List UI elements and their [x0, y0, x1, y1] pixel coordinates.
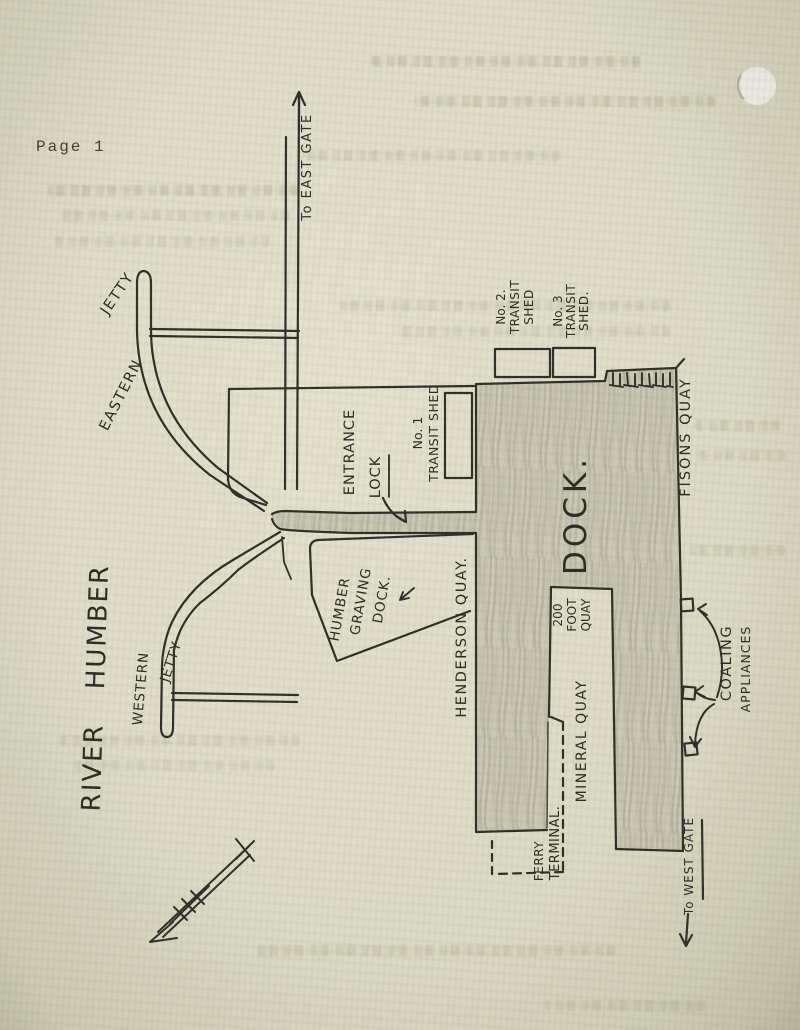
svg-text:SHED.: SHED. — [577, 291, 591, 331]
svg-text:No. 2.: No. 2. — [494, 289, 508, 324]
label-entrance: ENTRANCE — [342, 409, 358, 495]
svg-text:No. 3: No. 3 — [551, 295, 565, 326]
label-transit-shed-3: No. 3 TRANSIT SHED. — [551, 284, 591, 340]
west-gate-road — [700, 818, 705, 901]
label-mineral-quay: MINERAL QUAY — [574, 680, 590, 803]
label-to-west-gate: To WEST GATE — [682, 817, 696, 916]
transit-shed-1-shape — [443, 391, 474, 480]
dock-water-shading — [272, 368, 683, 851]
dock-outline — [226, 357, 686, 853]
eastern-jetty-shape — [135, 269, 301, 513]
label-to-east-gate: To EAST GATE — [300, 113, 315, 221]
label-henderson-quay: HENDERSON QUAY. — [454, 556, 470, 717]
entrance-lock-arrow — [381, 454, 408, 524]
label-terminal: TERMINAL. — [548, 806, 563, 882]
svg-text:TRANSIT: TRANSIT — [508, 280, 522, 336]
east-gate-arrow — [291, 90, 307, 132]
western-jetty-shape — [159, 530, 300, 739]
north-arrow — [149, 838, 255, 943]
ferry-terminal-boundary — [490, 715, 565, 876]
svg-text:QUAY: QUAY — [579, 598, 593, 632]
transit-shed-3-shape — [551, 346, 597, 379]
graving-dock-shape — [308, 532, 475, 663]
svg-text:TRANSIT: TRANSIT — [564, 284, 578, 340]
svg-text:TRANSIT SHED: TRANSIT SHED — [426, 384, 441, 483]
label-ferry: FERRY — [532, 841, 546, 881]
coaling-appliance-squares — [679, 597, 699, 757]
label-graving-dock-line2: GRAVING — [347, 566, 375, 636]
graving-dock-pointer-arrow — [399, 587, 415, 601]
svg-text:200: 200 — [551, 604, 565, 627]
label-coaling: COALING — [719, 625, 735, 701]
hole-punch — [736, 67, 776, 105]
label-eastern-jetty-word2: JETTY — [97, 270, 137, 319]
label-appliances: APPLIANCES — [738, 626, 753, 713]
label-fisons-quay: FISONS QUAY — [678, 377, 694, 497]
west-gate-arrow — [678, 912, 694, 948]
label-graving-dock-line3: DOCK. — [370, 574, 394, 625]
label-200-foot-quay: 200 FOOT QUAY — [551, 598, 593, 632]
east-gate-road — [283, 96, 301, 491]
page-number: Page 1 — [36, 138, 106, 156]
quay-ticks — [609, 372, 674, 388]
label-transit-shed-2: No. 2. TRANSIT SHED — [494, 280, 536, 336]
svg-text:FOOT: FOOT — [565, 598, 579, 632]
svg-text:SHED: SHED — [522, 289, 536, 324]
transit-shed-2-shape — [493, 347, 552, 379]
label-lock: LOCK — [368, 456, 384, 499]
coaling-arrows — [689, 603, 723, 748]
svg-text:No. 1: No. 1 — [410, 417, 425, 450]
label-western-jetty-word1: WESTERN — [130, 651, 152, 726]
label-eastern-jetty-word1: EASTERN — [97, 357, 147, 434]
label-transit-shed-1: No. 1 TRANSIT SHED — [410, 384, 441, 483]
label-river-humber: RIVER HUMBER — [77, 563, 116, 812]
label-dock: DOCK. — [558, 455, 594, 575]
